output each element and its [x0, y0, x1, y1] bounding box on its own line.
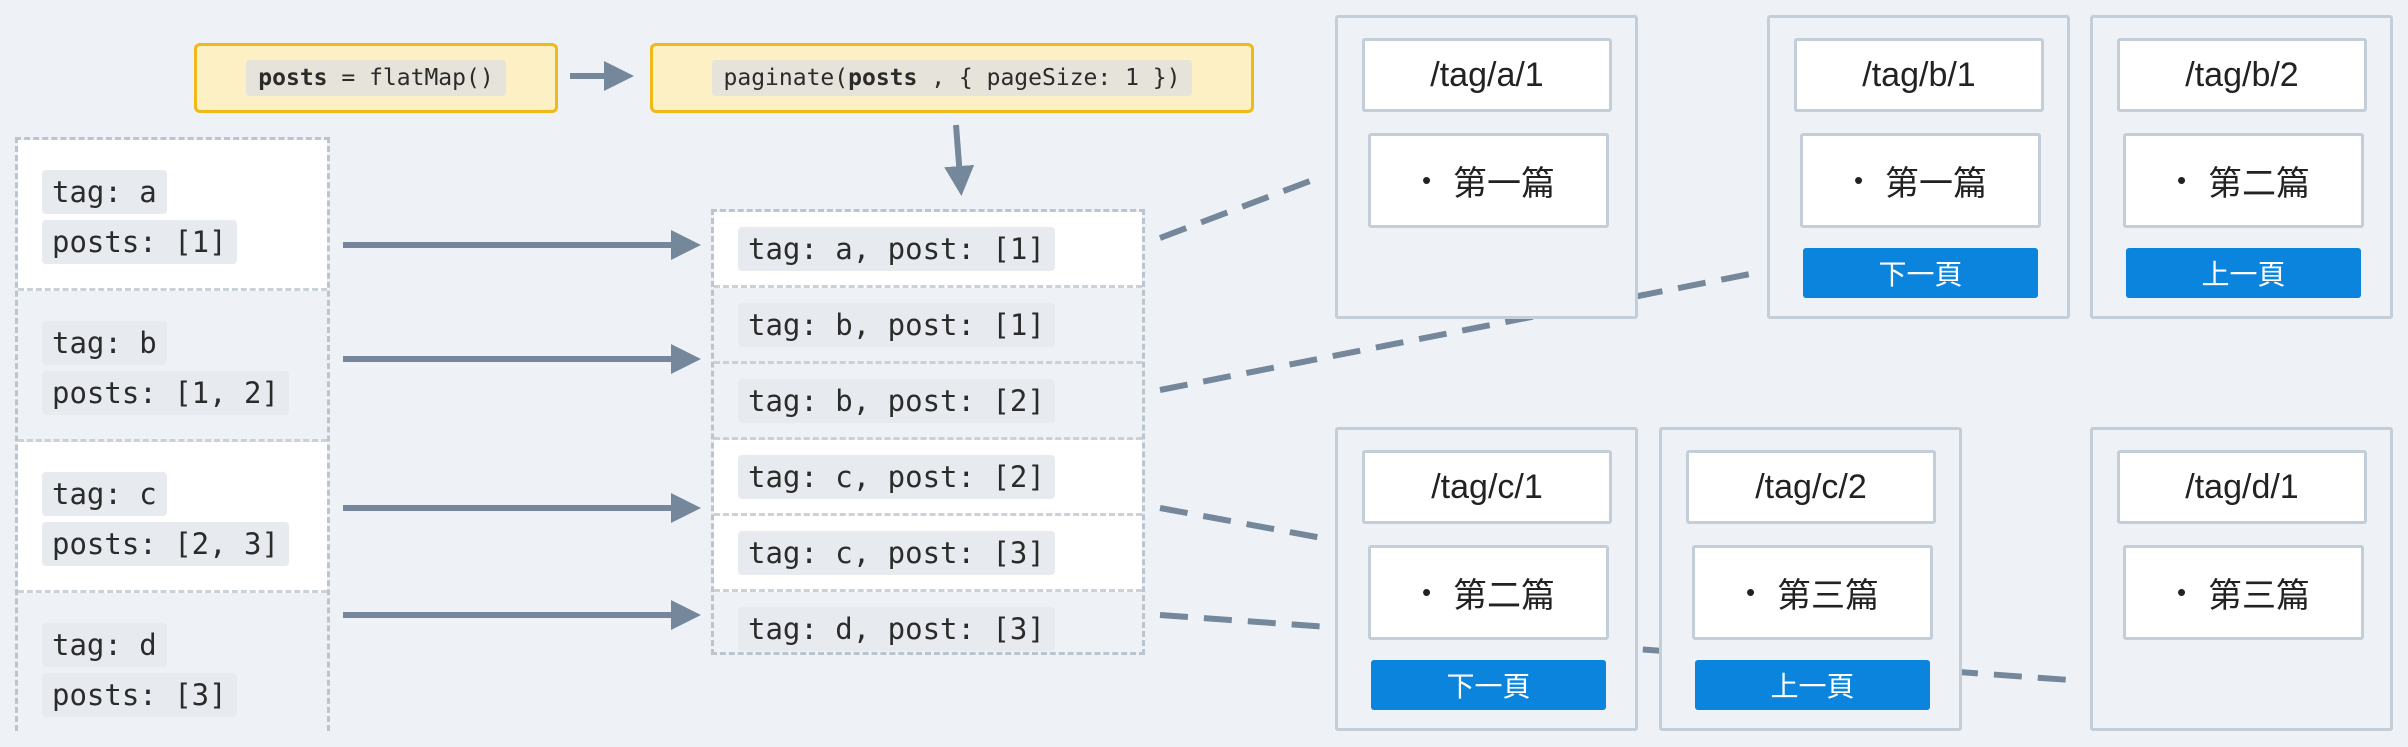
group-posts: posts: [3] — [42, 673, 237, 717]
group-c: tag: c posts: [2, 3] — [18, 442, 327, 593]
page-slug[interactable]: /tag/d/1 — [2117, 450, 2367, 524]
bullet: • — [1853, 165, 1864, 195]
post-title: 第一篇 — [1453, 165, 1556, 203]
group-tag: tag: a — [42, 170, 167, 214]
paginate-code: paginate(posts , { pageSize: 1 }) — [711, 60, 1193, 96]
post-list: • 第三篇 — [1692, 545, 1933, 640]
list-item: tag: c, post: [3] — [714, 516, 1142, 592]
list-item-text: tag: d, post: [3] — [738, 607, 1055, 651]
bullet: • — [1421, 165, 1432, 195]
link-c1 — [1159, 505, 1323, 541]
bullet: • — [1421, 577, 1432, 607]
flattened-list: tag: a, post: [1] tag: b, post: [1] tag:… — [711, 209, 1145, 655]
bullet: • — [1745, 577, 1756, 607]
list-item: tag: b, post: [1] — [714, 288, 1142, 364]
post-title: 第三篇 — [1777, 577, 1880, 615]
group-d: tag: d posts: [3] — [18, 593, 327, 737]
list-item: tag: b, post: [2] — [714, 364, 1142, 440]
post-list: • 第一篇 — [1800, 133, 2041, 228]
next-page-button[interactable]: 下一頁 — [1371, 660, 1606, 710]
page-card-b2: /tag/b/2 • 第二篇 上一頁 — [2090, 15, 2393, 319]
page-slug[interactable]: /tag/b/1 — [1794, 38, 2044, 112]
bullet: • — [2176, 577, 2187, 607]
grouped-posts-list: tag: a posts: [1] tag: b posts: [1, 2] t… — [15, 137, 330, 737]
list-item-text: tag: b, post: [2] — [738, 379, 1055, 423]
list-item: tag: a, post: [1] — [714, 212, 1142, 288]
group-tag: tag: d — [42, 623, 167, 667]
post-list: • 第二篇 — [2123, 133, 2364, 228]
group-tag: tag: b — [42, 321, 167, 365]
post-title: 第一篇 — [1885, 165, 1988, 203]
list-item-text: tag: b, post: [1] — [738, 303, 1055, 347]
post-title: 第二篇 — [2208, 165, 2311, 203]
paginate-code-box: paginate(posts , { pageSize: 1 }) — [650, 43, 1254, 113]
page-card-d1: /tag/d/1 • 第三篇 — [2090, 427, 2393, 731]
list-item: tag: c, post: [2] — [714, 440, 1142, 516]
link-a1 — [1158, 178, 1312, 241]
page-card-c2: /tag/c/2 • 第三篇 上一頁 — [1659, 427, 1962, 731]
post-title: 第二篇 — [1453, 577, 1556, 615]
list-item: tag: d, post: [3] — [714, 592, 1142, 667]
flatmap-code-box: posts = flatMap() — [194, 43, 558, 113]
post-list: • 第二篇 — [1368, 545, 1609, 640]
post-list: • 第三篇 — [2123, 545, 2364, 640]
page-slug[interactable]: /tag/b/2 — [2117, 38, 2367, 112]
group-posts: posts: [2, 3] — [42, 522, 289, 566]
group-tag: tag: c — [42, 472, 167, 516]
list-item-text: tag: a, post: [1] — [738, 227, 1055, 271]
prev-page-button[interactable]: 上一頁 — [1695, 660, 1930, 710]
post-title: 第三篇 — [2208, 577, 2311, 615]
page-slug[interactable]: /tag/c/2 — [1686, 450, 1936, 524]
group-posts: posts: [1, 2] — [42, 371, 289, 415]
arrow-paginate-to-list — [944, 124, 975, 196]
next-page-button[interactable]: 下一頁 — [1803, 248, 2038, 298]
prev-page-button[interactable]: 上一頁 — [2126, 248, 2361, 298]
bullet: • — [2176, 165, 2187, 195]
page-card-c1: /tag/c/1 • 第二篇 下一頁 — [1335, 427, 1638, 731]
page-slug[interactable]: /tag/c/1 — [1362, 450, 1612, 524]
page-card-b1: /tag/b/1 • 第一篇 下一頁 — [1767, 15, 2070, 319]
flatmap-code: posts = flatMap() — [246, 60, 506, 96]
list-item-text: tag: c, post: [3] — [738, 531, 1055, 575]
group-b: tag: b posts: [1, 2] — [18, 291, 327, 442]
list-item-text: tag: c, post: [2] — [738, 455, 1055, 499]
group-posts: posts: [1] — [42, 220, 237, 264]
post-list: • 第一篇 — [1368, 133, 1609, 228]
page-slug[interactable]: /tag/a/1 — [1362, 38, 1612, 112]
page-card-a1: /tag/a/1 • 第一篇 — [1335, 15, 1638, 319]
group-a: tag: a posts: [1] — [18, 140, 327, 291]
